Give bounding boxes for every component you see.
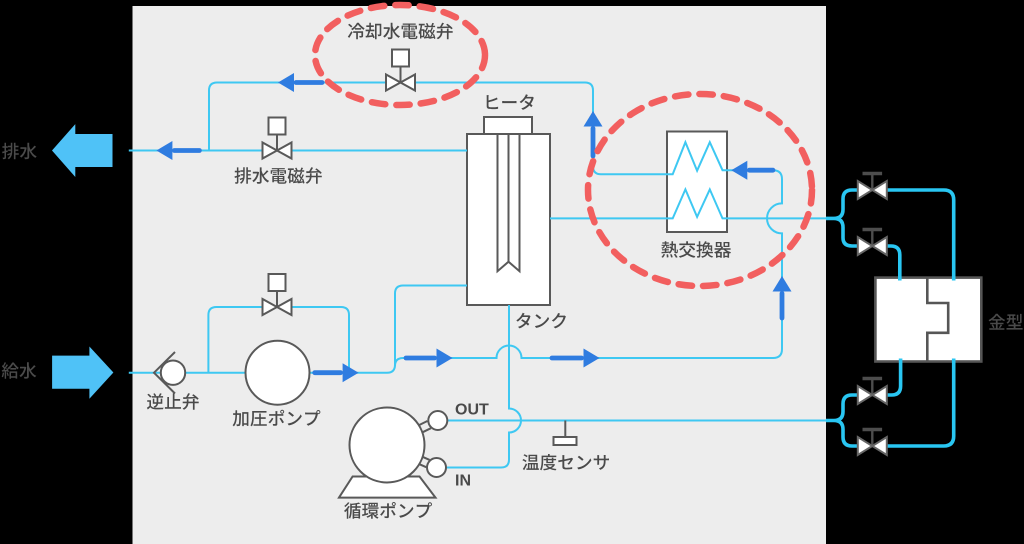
tank[interactable] xyxy=(466,116,551,306)
drain-valve-label xyxy=(234,167,322,184)
tank-label xyxy=(516,312,566,329)
flow-arrow-cooling-left xyxy=(278,73,325,92)
manual-valve-2[interactable] xyxy=(856,227,888,257)
pump-in-port xyxy=(426,457,447,478)
mold-label xyxy=(988,313,1023,330)
heater-label xyxy=(486,94,534,110)
drain-label xyxy=(2,142,37,160)
heater-terminal xyxy=(483,116,533,135)
cooling-solenoid-valve[interactable] xyxy=(385,48,416,93)
pipe-branch xyxy=(394,169,783,367)
pipe-cold-fork xyxy=(826,393,858,448)
highlight-heat-exchanger xyxy=(584,90,816,290)
pipe-tank-outlet xyxy=(446,305,522,469)
mold[interactable] xyxy=(874,276,983,363)
pump-out-port xyxy=(427,410,449,431)
temperature-sensor[interactable] xyxy=(552,420,578,446)
pipe-hx-lower-line xyxy=(550,186,826,220)
bypass-solenoid-valve[interactable] xyxy=(261,273,293,317)
flow-arrow-up-2 xyxy=(772,276,792,321)
pipe-mold-out-1 xyxy=(886,358,903,397)
pipe-mold-in-1 xyxy=(886,188,956,281)
manual-valve-3[interactable] xyxy=(856,376,888,406)
pipes-external xyxy=(826,188,956,448)
supply-label xyxy=(1,362,37,379)
temperature-sensor-label xyxy=(522,454,609,471)
drain-block-arrow xyxy=(52,124,113,177)
flow-arrow-supply-right xyxy=(312,363,359,383)
cooling-valve-label xyxy=(347,22,453,40)
flow-arrow-up-1 xyxy=(583,111,603,159)
highlight-cooling-valve xyxy=(311,1,489,109)
circulation-pump-label xyxy=(344,502,432,519)
pressure-pump-label xyxy=(232,409,321,427)
circulation-pump[interactable] xyxy=(337,406,449,499)
flow-arrow-hx-left xyxy=(731,160,776,180)
heat-exchanger-label xyxy=(661,241,732,258)
manual-valve-1[interactable] xyxy=(856,171,888,201)
pressure-pump[interactable] xyxy=(244,339,311,406)
supply-block-arrow xyxy=(52,346,114,399)
pipe-supply-line xyxy=(128,284,467,374)
out-port-label: OUT xyxy=(455,402,489,419)
check-valve[interactable] xyxy=(152,351,187,395)
pipe-cooling-line xyxy=(208,81,667,176)
pipe-mold-in-2 xyxy=(886,244,902,281)
flow-arrow-drain-left xyxy=(156,141,202,160)
pipe-hot-fork xyxy=(826,188,858,248)
flow-arrow-branch-right-2 xyxy=(549,348,600,368)
heater-element xyxy=(496,134,521,274)
flow-arrow-branch-right-1 xyxy=(403,348,453,368)
manual-valve-4[interactable] xyxy=(856,427,888,457)
flow-arrows xyxy=(156,73,792,383)
in-port-label: IN xyxy=(455,473,471,490)
pipe-hx-upper-coil xyxy=(667,139,727,176)
pipe-mold-out-2 xyxy=(886,358,956,448)
drain-solenoid-valve[interactable] xyxy=(261,116,293,161)
